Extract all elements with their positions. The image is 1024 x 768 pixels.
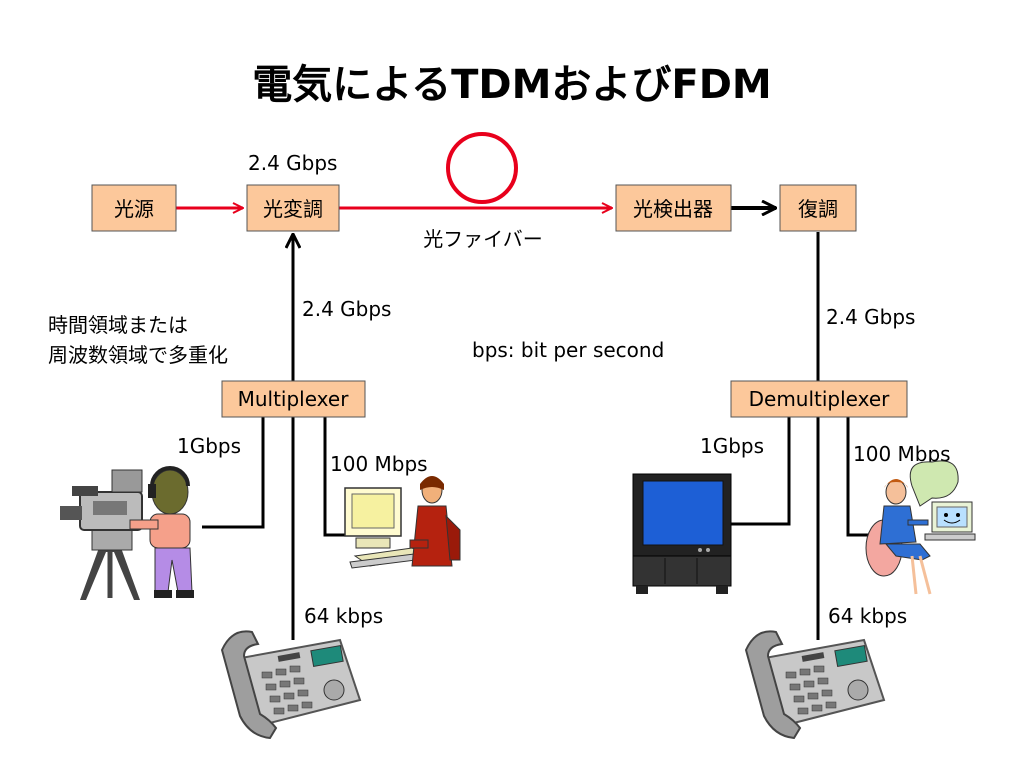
box-demodulator-label: 復調 xyxy=(798,197,838,221)
box-demultiplexer: Demultiplexer xyxy=(730,380,908,418)
box-demultiplexer-label: Demultiplexer xyxy=(749,387,891,411)
bps-note: bps: bit per second xyxy=(472,338,664,362)
camera-rate-label: 1Gbps xyxy=(177,434,241,458)
optical-fiber-label: 光ファイバー xyxy=(423,227,543,251)
woman-computer-icon xyxy=(865,460,976,595)
box-light-source-label: 光源 xyxy=(114,197,154,221)
box-photodetector-label: 光検出器 xyxy=(633,197,713,221)
mux-rate-label: 2.4 Gbps xyxy=(302,297,391,321)
telephone-icon xyxy=(744,630,886,740)
box-optical-modulator: 光変調 xyxy=(246,184,340,232)
phone-rate-left-label: 64 kbps xyxy=(304,604,383,628)
pc-rate-left-label: 100 Mbps xyxy=(330,452,428,476)
multiplex-note-line2: 周波数領域で多重化 xyxy=(48,343,228,367)
office-worker-computer-icon xyxy=(344,476,461,569)
box-photodetector: 光検出器 xyxy=(615,184,732,232)
video-camera-operator-icon xyxy=(60,466,194,600)
box-multiplexer: Multiplexer xyxy=(221,380,366,418)
line-demux-to-tv xyxy=(730,417,791,526)
multiplex-note-line1: 時間領域または xyxy=(48,313,188,337)
television-icon xyxy=(632,473,732,594)
optical-rate-label: 2.4 Gbps xyxy=(248,151,337,175)
box-multiplexer-label: Multiplexer xyxy=(238,387,350,411)
demux-rate-label: 2.4 Gbps xyxy=(826,305,915,329)
tv-rate-label: 1Gbps xyxy=(700,434,764,458)
line-pc-to-mux xyxy=(323,417,345,537)
phone-rate-right-label: 64 kbps xyxy=(828,604,907,628)
box-demodulator: 復調 xyxy=(779,184,857,232)
box-light-source: 光源 xyxy=(91,184,177,232)
telephone-icon xyxy=(220,630,362,740)
box-optical-modulator-label: 光変調 xyxy=(263,197,323,221)
line-camera-to-mux xyxy=(202,417,265,529)
line-demux-to-pc xyxy=(846,417,870,537)
diagram-title: 電気によるTDMおよびFDM xyxy=(252,61,772,108)
fiber-loop xyxy=(446,132,518,204)
